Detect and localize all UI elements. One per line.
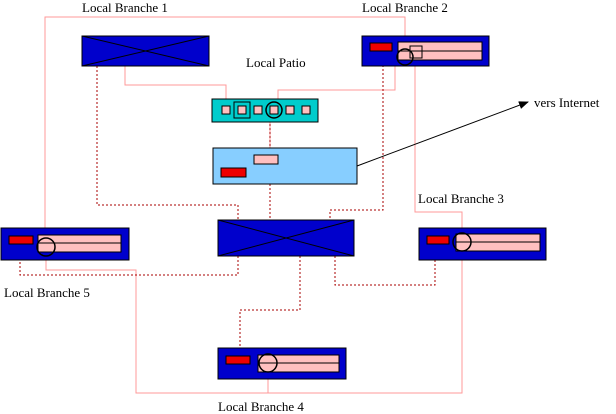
branche4-box xyxy=(217,347,347,380)
branche2-box xyxy=(361,35,490,67)
branche1-box xyxy=(81,35,210,67)
label-internet: vers Internet xyxy=(534,95,600,110)
cable-b2-patio xyxy=(277,66,396,106)
cable-b1-patio xyxy=(124,66,227,106)
branche5-box xyxy=(0,227,130,261)
cable-b3-b4 xyxy=(267,250,463,394)
patio-hub xyxy=(211,98,319,123)
cable-b2-switch xyxy=(329,57,384,220)
label-branche2: Local Branche 2 xyxy=(362,0,448,15)
cable-switch-b5 xyxy=(19,250,239,276)
label-branche4: Local Branche 4 xyxy=(218,399,304,414)
label-branche3: Local Branche 3 xyxy=(418,191,504,206)
label-branche5: Local Branche 5 xyxy=(4,285,90,300)
cable-b2-b3 xyxy=(414,66,463,237)
server-box xyxy=(212,147,358,185)
cable-switch-b4 xyxy=(239,256,301,348)
cable-b5-b4 xyxy=(45,258,268,394)
label-branche1: Local Branche 1 xyxy=(82,0,168,15)
internet-arrow xyxy=(356,101,529,167)
branche3-box xyxy=(418,227,547,261)
central-switch xyxy=(217,219,355,257)
cable-b1-switch xyxy=(96,66,239,220)
label-patio: Local Patio xyxy=(246,55,306,70)
